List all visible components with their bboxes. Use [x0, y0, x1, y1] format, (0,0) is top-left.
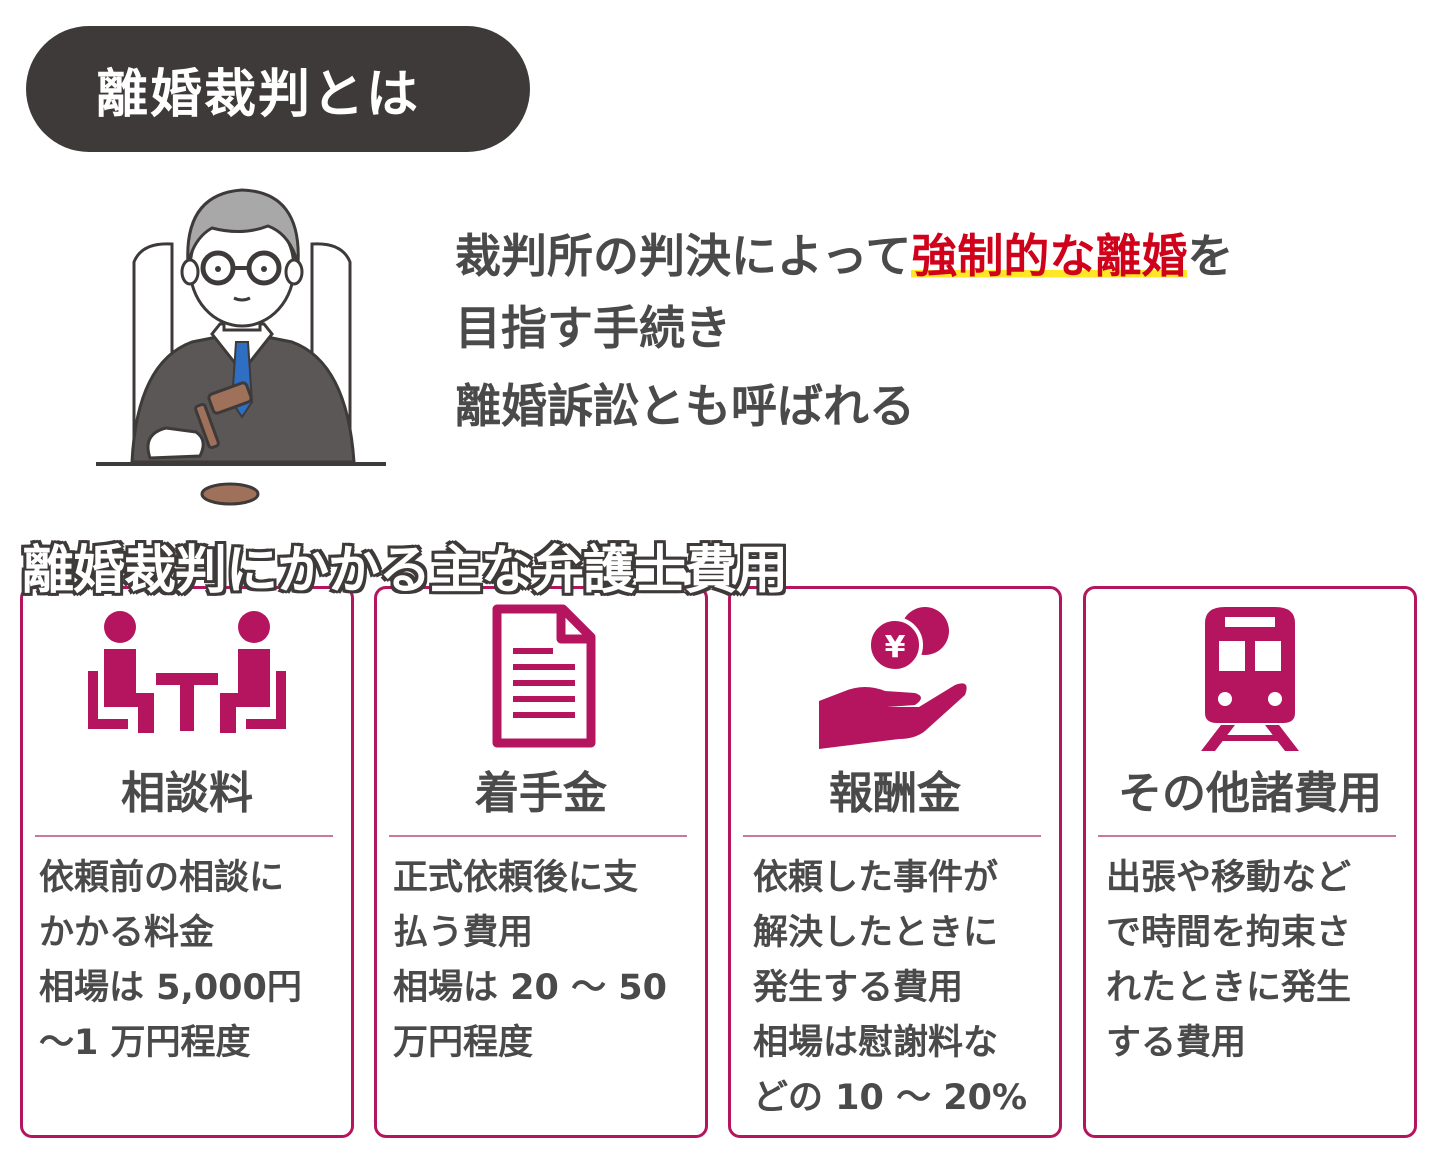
divider	[1098, 835, 1396, 837]
svg-text:¥: ¥	[885, 630, 906, 665]
card-success-fee: ¥ 報酬金 依頼した事件が 解決したときに 発生する費用 相場は慰謝料な どの …	[728, 586, 1062, 1138]
divider	[35, 835, 333, 837]
card-body: 正式依頼後に支 払う費用 相場は 20 ～ 50 万円程度	[393, 858, 667, 1063]
divider	[743, 835, 1041, 837]
card-consultation: 相談料 依頼前の相談に かかる料金 相場は 5,000円 ～1 万円程度	[20, 586, 354, 1138]
card-body: 依頼前の相談に かかる料金 相場は 5,000円 ～1 万円程度	[39, 858, 302, 1063]
card-title: 相談料	[121, 768, 253, 819]
page-title: 離婚裁判とは	[95, 64, 420, 125]
description-line-2: 目指す手続き	[455, 301, 731, 355]
card-title: 報酬金	[829, 768, 961, 819]
card-other-expenses: その他諸費用 出張や移動など で時間を拘束さ れたときに発生 する費用	[1083, 586, 1417, 1138]
description-line-1: 裁判所の判決によって強制的な離婚を	[455, 229, 1234, 283]
divider	[389, 835, 687, 837]
document-icon	[492, 604, 596, 748]
title-pill: 離婚裁判とは	[26, 26, 530, 152]
card-body: 依頼した事件が 解決したときに 発生する費用 相場は慰謝料な どの 10 ～ 2…	[753, 858, 1028, 1118]
consultation-icon	[88, 611, 286, 733]
judge-illustration	[96, 188, 386, 506]
description: 裁判所の判決によって強制的な離婚を 目指す手続き 離婚訴訟とも呼ばれる	[455, 220, 1430, 442]
description-line-3: 離婚訴訟とも呼ばれる	[455, 379, 915, 433]
card-retainer: 着手金 正式依頼後に支 払う費用 相場は 20 ～ 50 万円程度	[374, 586, 708, 1138]
section-heading: 離婚裁判にかかる主な弁護士費用	[22, 541, 788, 601]
card-body: 出張や移動など で時間を拘束さ れたときに発生 する費用	[1106, 858, 1352, 1063]
train-icon	[1201, 607, 1299, 751]
yen-hand-icon: ¥	[819, 607, 967, 749]
card-title: その他諸費用	[1118, 768, 1382, 819]
card-title: 着手金	[475, 768, 607, 819]
highlight-text: 強制的な離婚	[911, 229, 1188, 283]
